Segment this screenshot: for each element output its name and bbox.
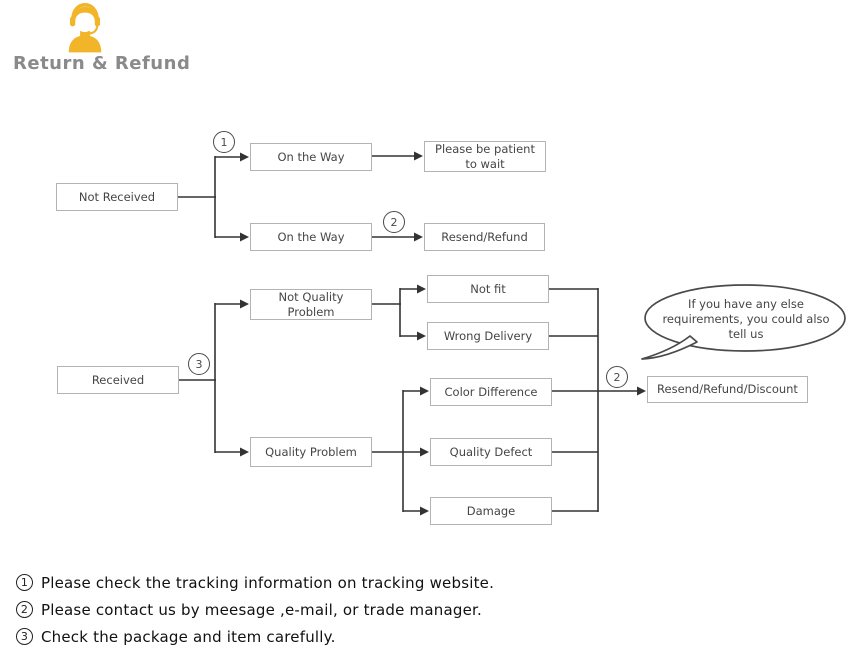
step-marker-2b: 2	[606, 366, 628, 388]
step-marker-2a: 2	[383, 211, 405, 233]
page-title: Return & Refund	[13, 53, 191, 74]
footnotes: 1 Please check the tracking information …	[16, 569, 494, 650]
node-on-the-way-2: On the Way	[250, 223, 372, 251]
circled-number-1: 1	[16, 574, 33, 591]
footnote-3: 3 Check the package and item carefully.	[16, 623, 494, 650]
circled-number-2: 2	[16, 601, 33, 618]
node-resend-refund: Resend/Refund	[424, 223, 545, 251]
circled-number-3: 3	[16, 628, 33, 645]
callout-text: If you have any else requirements, you c…	[662, 297, 830, 341]
node-please-be-patient: Please be patient to wait	[424, 141, 546, 172]
node-damage: Damage	[430, 497, 552, 525]
footnote-3-text: Check the package and item carefully.	[41, 627, 336, 646]
footnote-2-text: Please contact us by meesage ,e-mail, or…	[41, 600, 482, 619]
speech-bubble	[641, 284, 846, 360]
node-wrong-delivery: Wrong Delivery	[427, 322, 549, 350]
node-quality-defect: Quality Defect	[430, 438, 552, 466]
node-received: Received	[57, 366, 179, 394]
node-not-received: Not Received	[56, 183, 178, 211]
step-marker-1: 1	[213, 131, 235, 153]
node-resend-refund-discount: Resend/Refund/Discount	[647, 376, 808, 403]
footnote-1: 1 Please check the tracking information …	[16, 569, 494, 596]
node-on-the-way-1: On the Way	[250, 143, 372, 171]
step-marker-3: 3	[188, 353, 210, 375]
node-not-quality-problem: Not Quality Problem	[250, 289, 372, 320]
node-quality-problem: Quality Problem	[250, 437, 372, 467]
footnote-1-text: Please check the tracking information on…	[41, 573, 495, 592]
node-not-fit: Not fit	[427, 275, 549, 303]
footnote-2: 2 Please contact us by meesage ,e-mail, …	[16, 596, 494, 623]
customer-service-icon	[68, 3, 102, 53]
node-color-difference: Color Difference	[430, 378, 552, 406]
